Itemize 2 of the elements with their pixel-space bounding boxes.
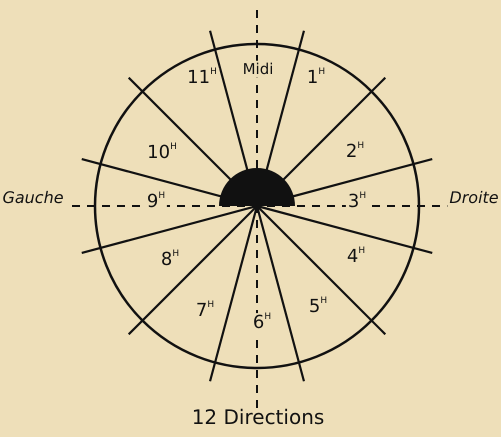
direction-label: Droite (447, 189, 501, 207)
caption: 12 Directions (192, 405, 324, 429)
